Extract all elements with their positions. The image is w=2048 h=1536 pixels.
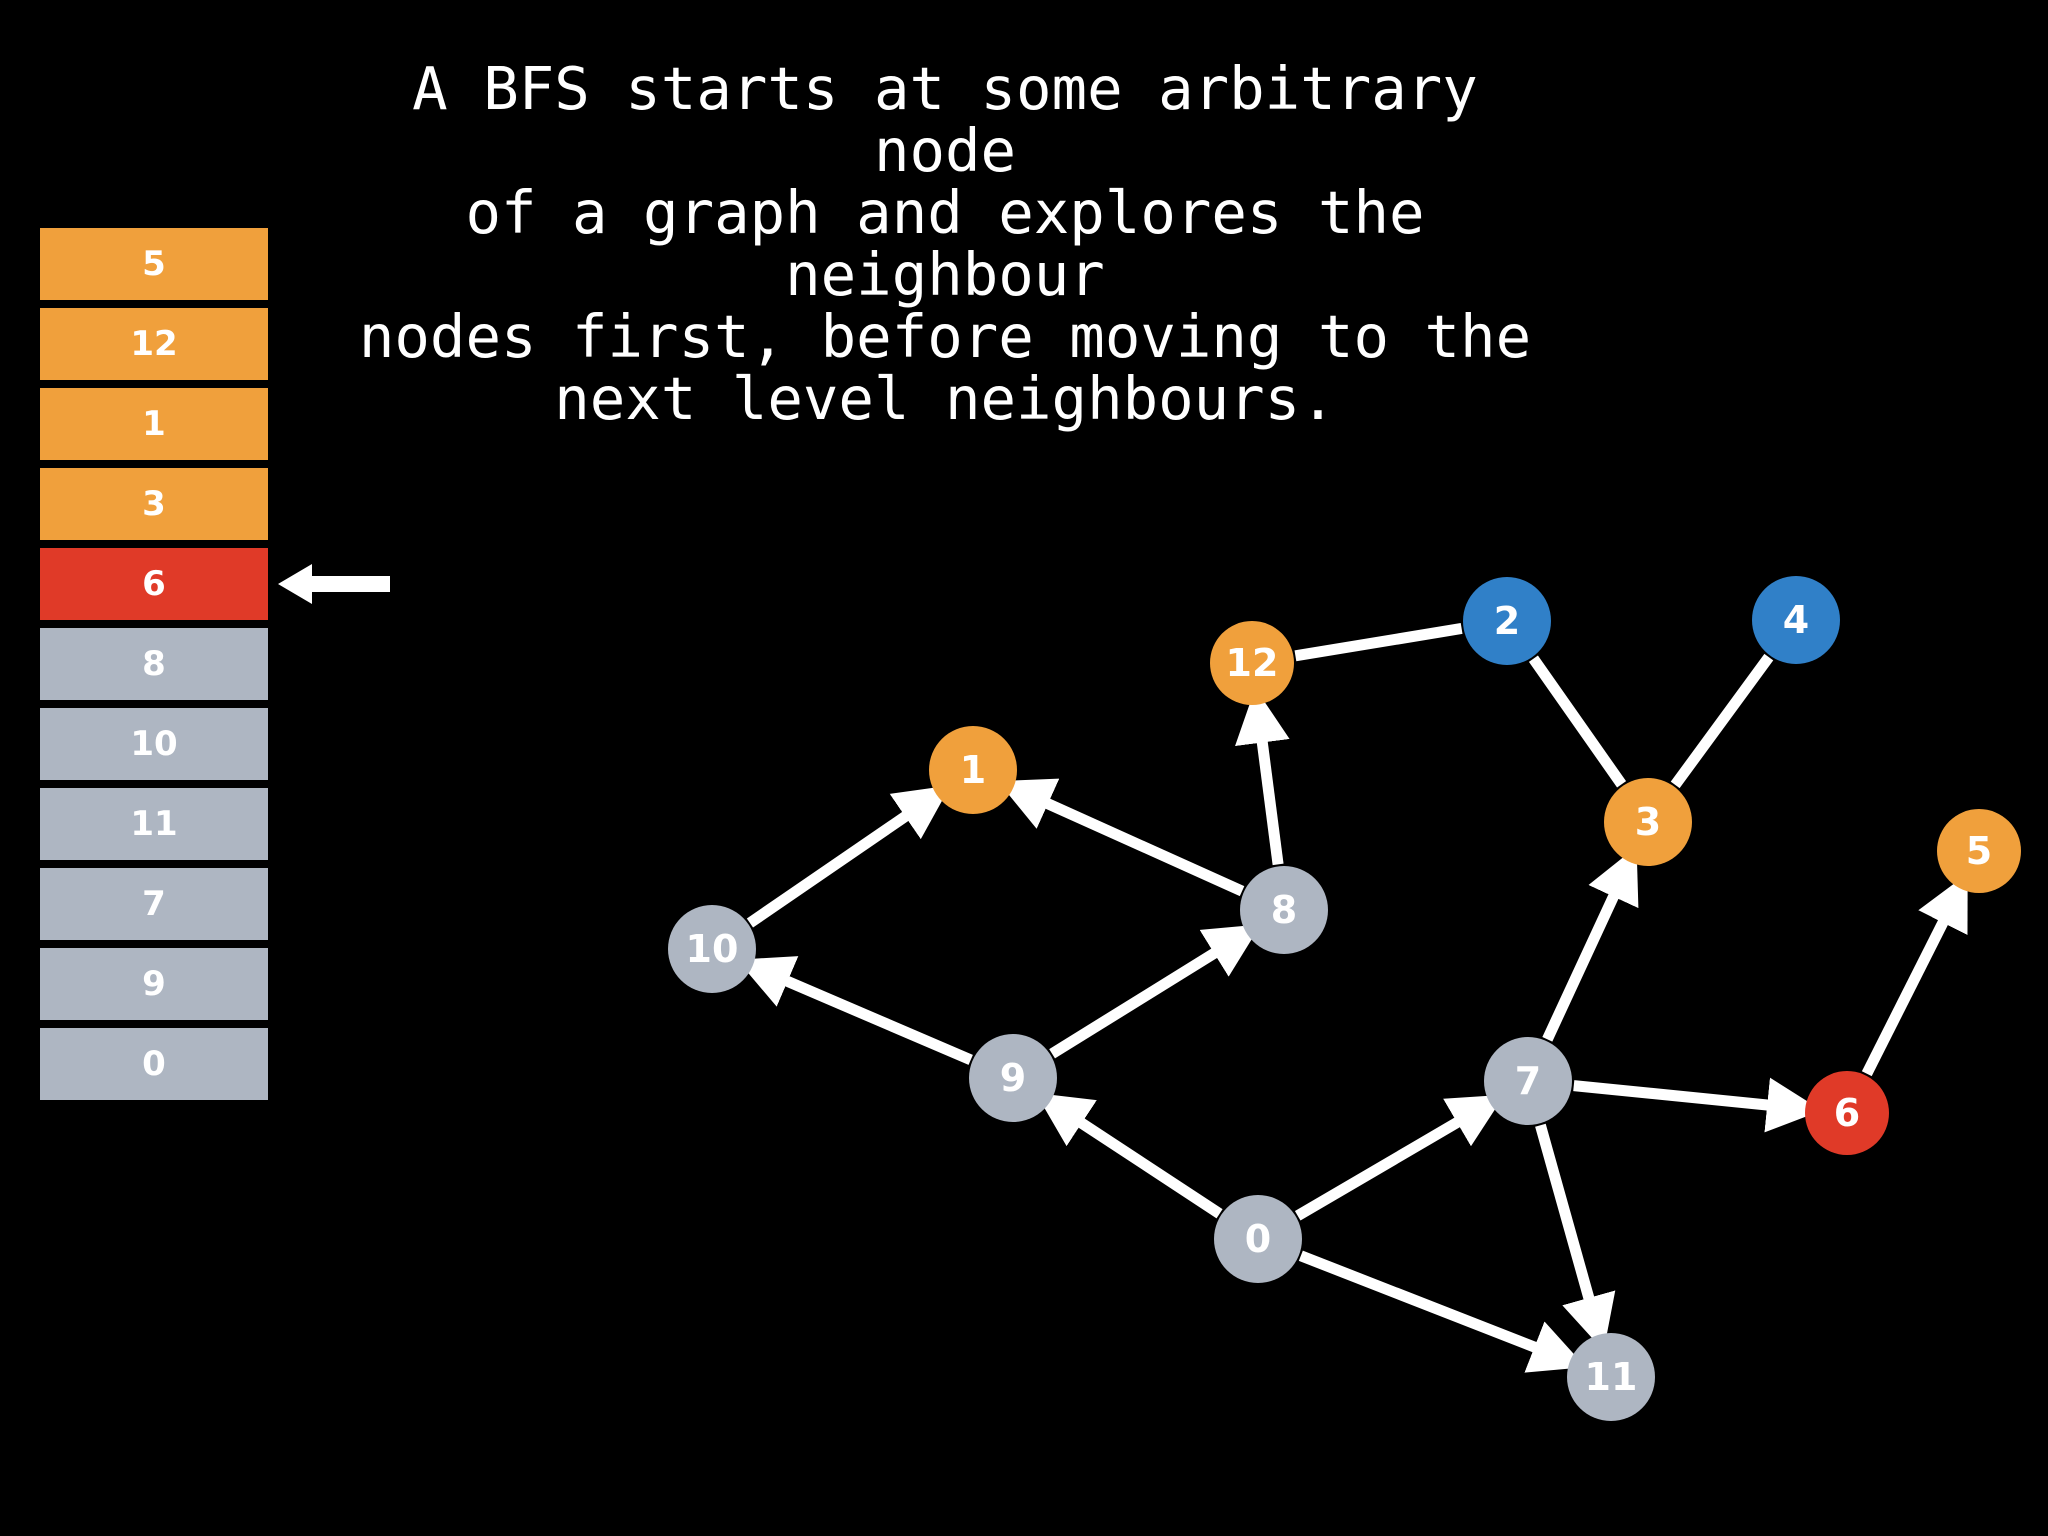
graph-edge [1294,1094,1505,1221]
graph-node[interactable]: 9 [969,1034,1057,1122]
graph-edge [1861,873,1968,1077]
graph-node[interactable]: 8 [1240,866,1328,954]
graph-edge [746,785,951,928]
graph-edge [997,778,1245,897]
graph-edge [1294,623,1463,662]
graph-edge [1573,1077,1822,1133]
graph-edge [1298,1250,1586,1373]
queue-cell[interactable]: 7 [40,868,268,940]
graph-node[interactable]: 12 [1210,621,1294,705]
graph-edge [1235,687,1290,866]
graph-edge [1542,846,1639,1042]
graph-edge [1049,924,1261,1059]
graph-edge [1535,1123,1616,1351]
bfs-queue: 5 12 1 3 6 8 10 11 7 9 0 [40,228,268,1108]
graph-node[interactable]: 11 [1567,1333,1655,1421]
graph-edge [737,956,973,1065]
queue-cell[interactable]: 8 [40,628,268,700]
queue-cell[interactable]: 11 [40,788,268,860]
graph-node[interactable]: 10 [668,905,756,993]
queue-cell[interactable]: 6 [40,548,268,620]
left-arrow-icon [278,564,390,604]
queue-cell[interactable]: 9 [40,948,268,1020]
graph-node[interactable]: 5 [1937,809,2021,893]
page-title: A BFS starts at some arbitrary node of a… [358,54,1532,433]
graph-node[interactable]: 7 [1484,1037,1572,1125]
graph-edge [1035,1092,1223,1219]
graph-node[interactable]: 2 [1463,577,1551,665]
queue-cell[interactable]: 12 [40,308,268,380]
graph-node[interactable]: 6 [1805,1071,1889,1155]
graph-edge [1670,653,1774,789]
graph-node[interactable]: 0 [1214,1195,1302,1283]
queue-cell[interactable]: 5 [40,228,268,300]
graph-node[interactable]: 4 [1752,576,1840,664]
graph-edge [1528,655,1627,788]
queue-cell[interactable]: 0 [40,1028,268,1100]
queue-cell[interactable]: 10 [40,708,268,780]
queue-cell[interactable]: 1 [40,388,268,460]
graph-node[interactable]: 1 [929,726,1017,814]
graph-node[interactable]: 3 [1604,778,1692,866]
queue-cell[interactable]: 3 [40,468,268,540]
